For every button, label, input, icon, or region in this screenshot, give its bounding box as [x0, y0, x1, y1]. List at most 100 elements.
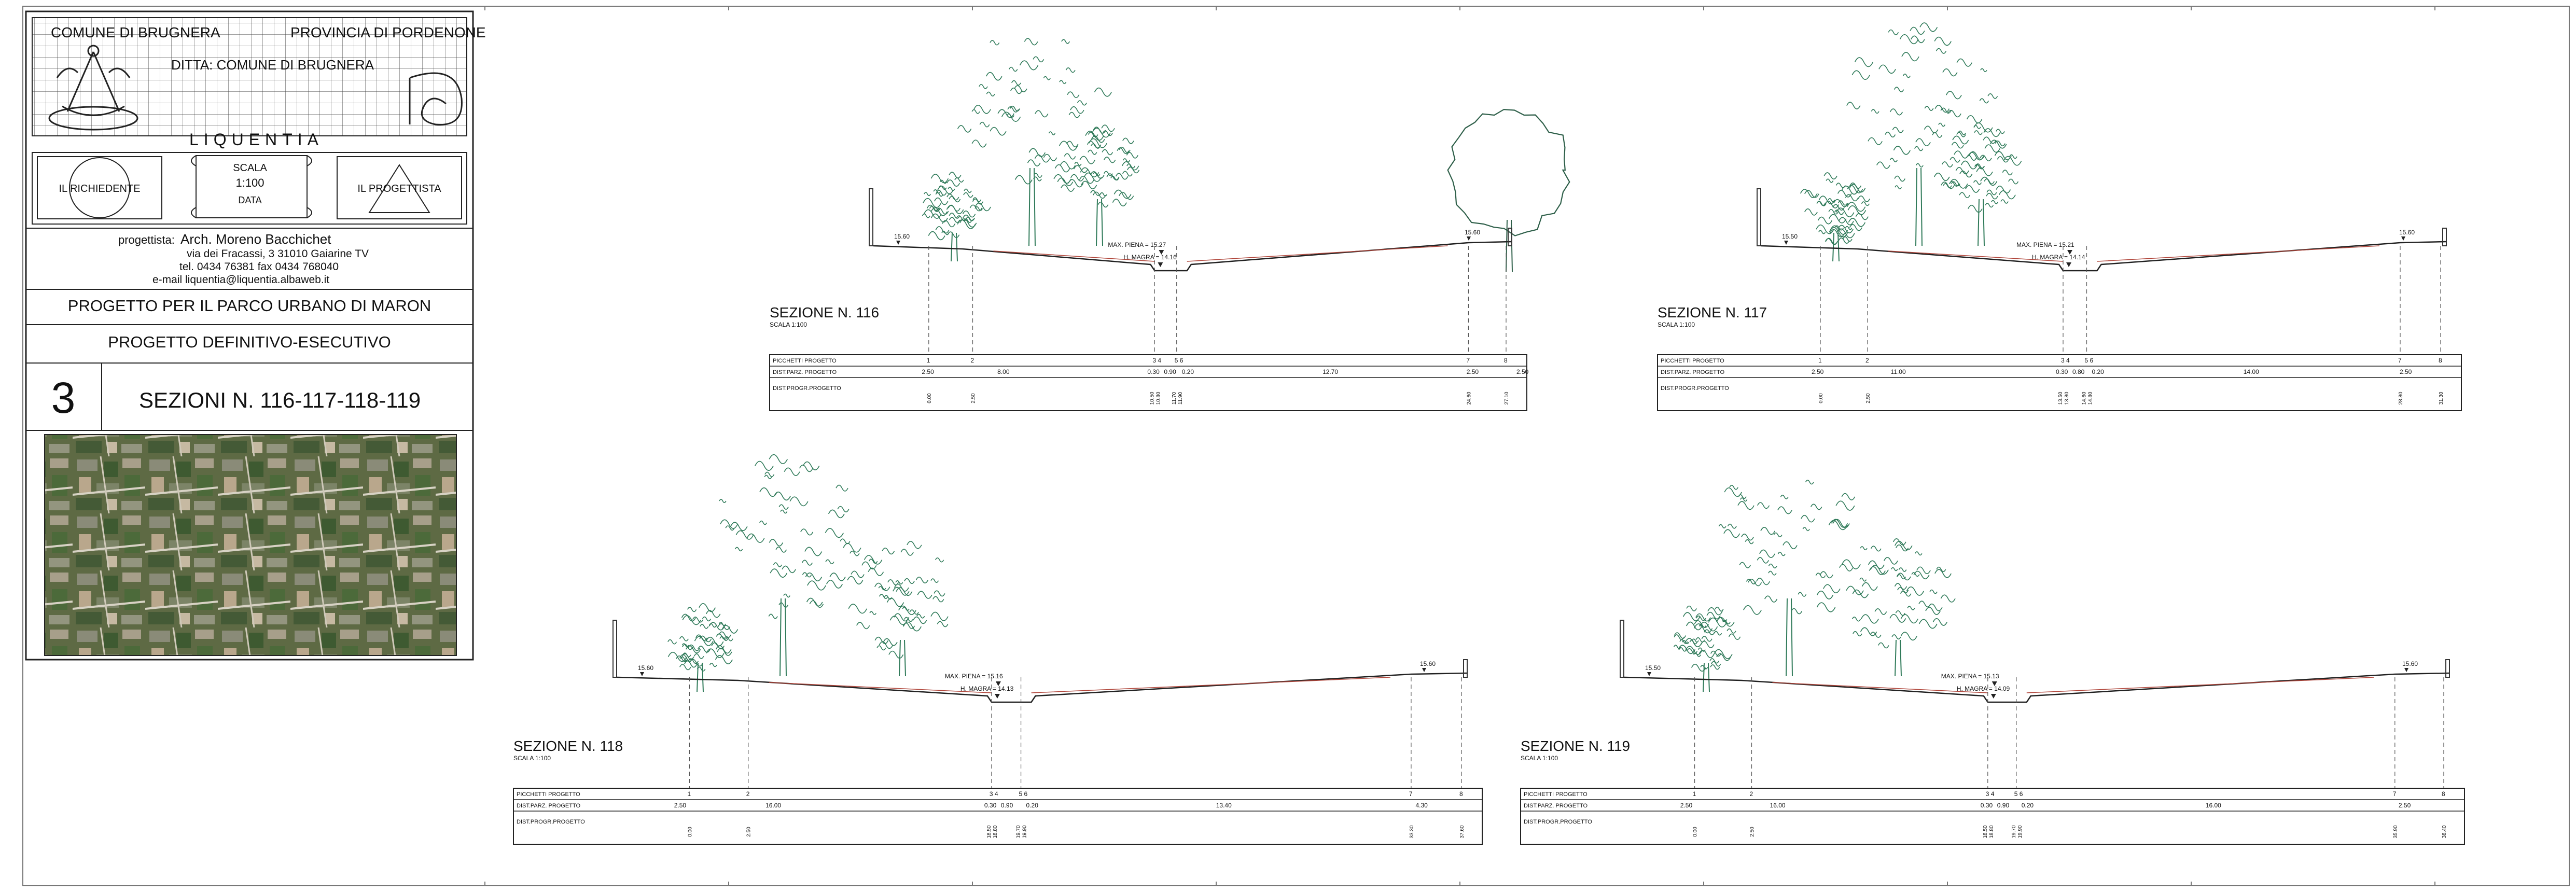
aerial-photo	[44, 434, 457, 656]
partial-distance: 2.50	[674, 802, 687, 809]
fence-post	[869, 188, 873, 246]
progressive-distance: 18.80	[1989, 825, 1995, 838]
stake-number: 8	[1459, 790, 1463, 798]
fence-post	[1620, 620, 1624, 678]
max-flood-level: MAX. PIENA = 15.27	[1108, 241, 1166, 248]
section-table	[513, 788, 1483, 845]
row-label-partial: DIST.PARZ. PROGETTO	[773, 369, 837, 375]
fence-post	[1508, 228, 1512, 246]
scale-value: 1:100	[235, 176, 264, 189]
province-text: PROVINCIA DI PORDENONE	[290, 24, 486, 40]
water-level-marker-icon	[1990, 694, 1996, 699]
municipality-text: COMUNE DI BRUGNERA	[51, 24, 220, 40]
flood-line	[993, 245, 1448, 262]
partial-distance: 12.70	[1322, 368, 1338, 375]
applicant-stamp-label: IL RICHIEDENTE	[59, 183, 140, 194]
tree-icon	[1673, 605, 1741, 692]
stake-number: 5 6	[1175, 357, 1183, 364]
stake-number: 1	[1693, 790, 1696, 798]
left-elevation: 15.60	[894, 233, 910, 240]
partial-distance: 16.00	[765, 802, 781, 809]
project-phase: PROGETTO DEFINITIVO-ESECUTIVO	[108, 333, 391, 351]
flood-line	[1772, 677, 2374, 693]
progressive-distance: 35.90	[2393, 825, 2399, 838]
ground-profile	[1761, 241, 2446, 272]
progressive-distance: 37.60	[1459, 825, 1465, 838]
stake-number: 7	[1409, 790, 1413, 798]
row-label-stakes: PICCHETTI PROGETTO	[517, 791, 580, 798]
water-level-marker-icon	[1158, 262, 1163, 267]
row-label-partial: DIST.PARZ. PROGETTO	[1524, 803, 1588, 809]
fence-post	[2445, 659, 2450, 678]
fence-post	[1757, 188, 1761, 246]
tree-icon	[1053, 124, 1140, 246]
progressive-distance: 19.70	[1016, 825, 1022, 838]
elevation-marker-icon	[1647, 672, 1651, 676]
stake-number: 3 4	[1152, 357, 1161, 364]
progressive-distance: 11.90	[1178, 392, 1183, 404]
progressive-distance: 13.50	[2058, 392, 2064, 404]
tree-icon	[957, 38, 1112, 246]
sheet-border	[22, 6, 2570, 886]
tree-icon	[1800, 172, 1870, 262]
partial-distance: 0.20	[1182, 368, 1194, 375]
low-water-level: H. MAGRA = 14.09	[1957, 685, 2010, 692]
tree-icon	[1718, 480, 1868, 677]
sheet-number: 3	[51, 373, 76, 422]
scale-label: SCALA	[233, 162, 267, 174]
partial-distance: 0.30	[984, 802, 997, 809]
progressive-distance: 28.80	[2398, 392, 2404, 404]
stake-number: 1	[927, 357, 930, 364]
tree-icon	[667, 603, 739, 692]
section-scale: SCALA 1:100	[1521, 755, 1558, 762]
section-scale: SCALA 1:100	[1658, 321, 1695, 328]
partial-distance: 2.50	[2399, 802, 2411, 809]
section-scale: SCALA 1:100	[770, 321, 807, 328]
elevation-marker-icon	[640, 672, 644, 676]
stake-number: 7	[2393, 790, 2397, 798]
progressive-distance: 2.50	[1750, 827, 1756, 837]
elevation-marker-icon	[2404, 668, 2408, 672]
partial-distance: 2.50	[922, 368, 934, 375]
progressive-distance: 18.80	[993, 825, 998, 838]
partial-distance: 0.90	[1997, 802, 2010, 809]
partial-distance: 0.90	[1164, 368, 1176, 375]
right-elevation: 15.60	[2399, 229, 2415, 236]
ground-profile	[1624, 672, 2449, 703]
stake-number: 2	[1865, 357, 1869, 364]
stake-number: 2	[1750, 790, 1753, 798]
progressive-distance: 0.00	[687, 827, 693, 837]
tree-icon	[719, 454, 861, 677]
title-block: COMUNE DI BRUGNERA PROVINCIA DI PORDENON…	[25, 10, 486, 661]
partial-distance: 8.00	[997, 368, 1010, 375]
date-label: DATA	[238, 195, 261, 205]
progressive-distance: 18.50	[1983, 825, 1988, 838]
tree-icon	[847, 541, 949, 677]
stake-number: 3 4	[990, 790, 998, 798]
progressive-distance: 2.50	[971, 393, 977, 403]
designer-address: via dei Fracassi, 3 31010 Gaiarine TV	[187, 248, 369, 260]
water-level-marker-icon	[994, 694, 1000, 699]
row-label-progressive: DIST.PROGR.PROGETTO	[517, 819, 585, 825]
stake-number: 3 4	[1986, 790, 1995, 798]
designer-label: progettista:	[118, 233, 175, 246]
left-elevation: 15.50	[1782, 233, 1798, 240]
stake-number: 5 6	[2085, 357, 2094, 364]
progressive-distance: 27.10	[1504, 392, 1510, 404]
section-title: SEZIONE N. 119	[1521, 738, 1630, 754]
progressive-distance: 33.30	[1409, 825, 1415, 838]
partial-distance: 4.30	[1415, 802, 1428, 809]
water-level-marker-icon	[1159, 250, 1164, 255]
parchment-icon	[191, 155, 312, 218]
left-elevation: 15.60	[638, 664, 653, 672]
stake-number: 2	[971, 357, 974, 364]
partial-distance: 0.90	[1001, 802, 1013, 809]
partial-distance: 16.00	[1770, 802, 1786, 809]
water-level-marker-icon	[1992, 681, 1997, 686]
partial-distance: 0.30	[1981, 802, 1993, 809]
row-label-progressive: DIST.PROGR.PROGETTO	[773, 385, 841, 392]
